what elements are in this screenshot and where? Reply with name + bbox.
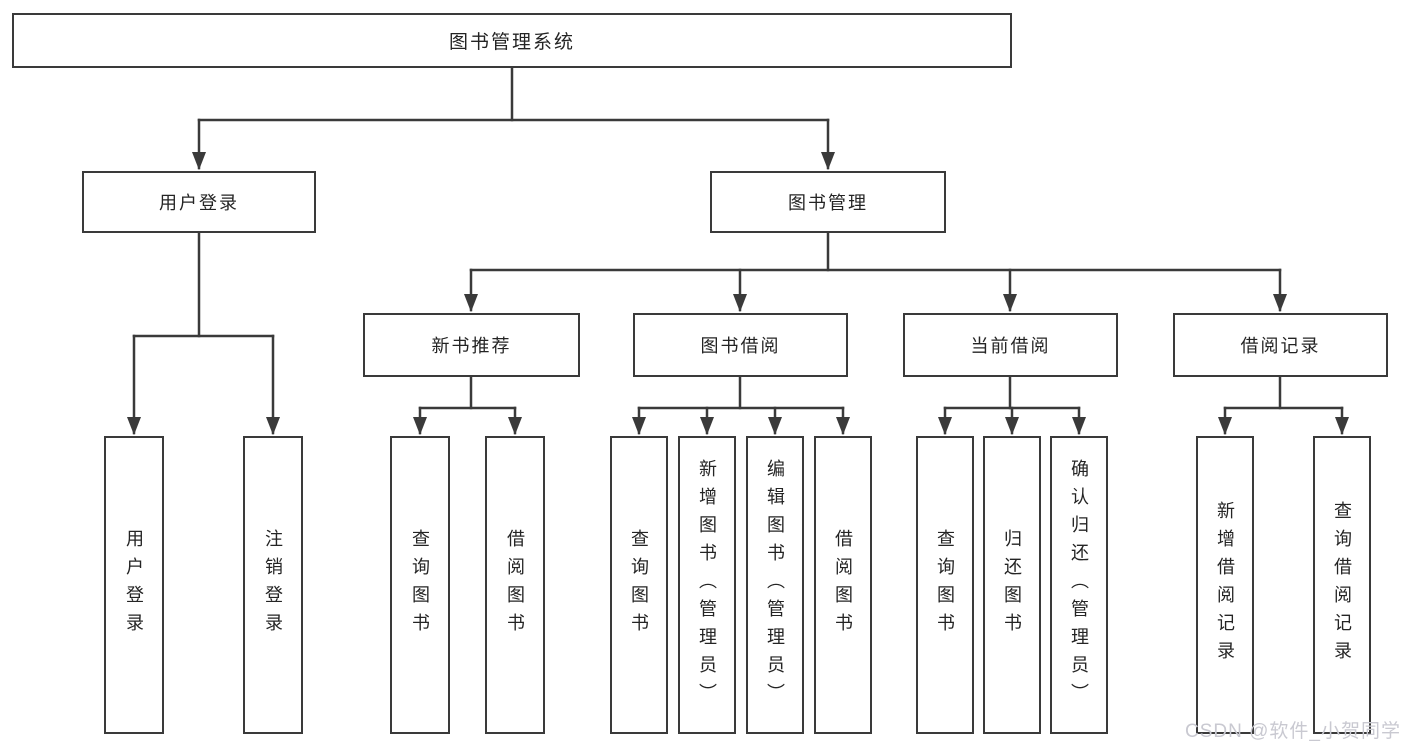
leaf-cb-return-books: 归还图书	[983, 436, 1041, 734]
leaf-cb-query-books: 查询图书	[916, 436, 974, 734]
leaf-logout-label: 注销登录	[263, 529, 283, 641]
leaf-nbr-query-books: 查询图书	[390, 436, 450, 734]
leaf-cb-return-books-label: 归还图书	[1002, 529, 1022, 641]
leaf-bb-borrow-books: 借阅图书	[814, 436, 872, 734]
leaf-bb-borrow-books-label: 借阅图书	[833, 529, 853, 641]
node-book-borrowing: 图书借阅	[633, 313, 848, 377]
leaf-bb-add-books: 新增图书（管理员）	[678, 436, 736, 734]
leaf-br-query-record-label: 查询借阅记录	[1332, 501, 1352, 669]
node-book-management: 图书管理	[710, 171, 946, 233]
node-borrowing-records: 借阅记录	[1173, 313, 1388, 377]
node-current-borrowing: 当前借阅	[903, 313, 1118, 377]
leaf-user-login: 用户登录	[104, 436, 164, 734]
leaf-bb-query-books-label: 查询图书	[629, 529, 649, 641]
leaf-nbr-query-books-label: 查询图书	[410, 529, 430, 641]
node-new-book-recommend: 新书推荐	[363, 313, 580, 377]
leaf-bb-edit-books: 编辑图书（管理员）	[746, 436, 804, 734]
leaf-cb-confirm-return: 确认归还（管理员）	[1050, 436, 1108, 734]
leaf-br-query-record: 查询借阅记录	[1313, 436, 1371, 734]
leaf-logout: 注销登录	[243, 436, 303, 734]
node-root: 图书管理系统	[12, 13, 1012, 68]
leaf-bb-query-books: 查询图书	[610, 436, 668, 734]
leaf-br-add-record: 新增借阅记录	[1196, 436, 1254, 734]
leaf-nbr-borrow-books-label: 借阅图书	[505, 529, 525, 641]
leaf-bb-edit-books-label: 编辑图书（管理员）	[765, 459, 785, 711]
watermark: CSDN @软件_小贺同学	[1185, 721, 1401, 742]
leaf-user-login-label: 用户登录	[124, 529, 144, 641]
leaf-nbr-borrow-books: 借阅图书	[485, 436, 545, 734]
node-user-login: 用户登录	[82, 171, 316, 233]
leaf-br-add-record-label: 新增借阅记录	[1215, 501, 1235, 669]
leaf-bb-add-books-label: 新增图书（管理员）	[697, 459, 717, 711]
leaf-cb-query-books-label: 查询图书	[935, 529, 955, 641]
leaf-cb-confirm-return-label: 确认归还（管理员）	[1069, 459, 1089, 711]
